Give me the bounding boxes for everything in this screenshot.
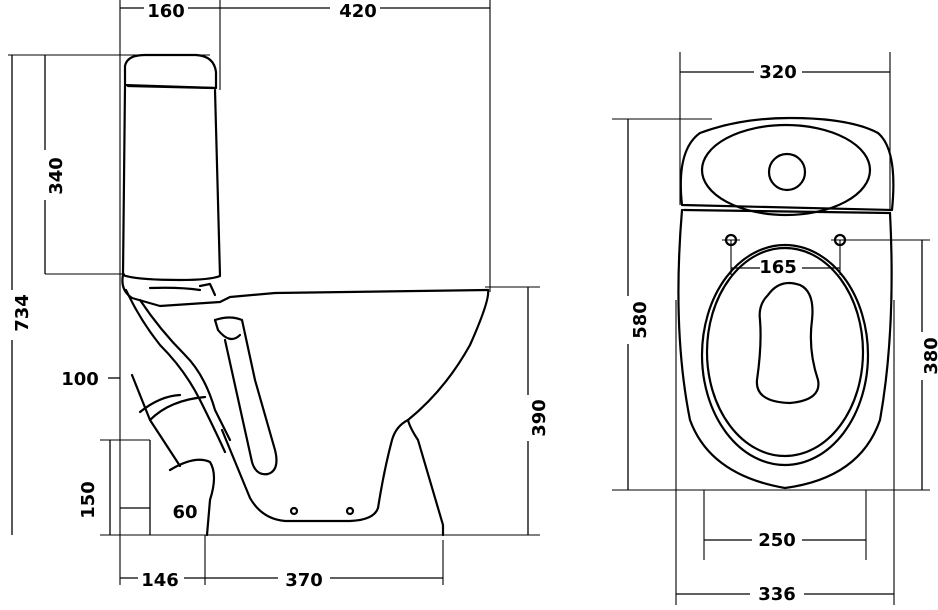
dim-seat-hole-spacing: 165 [759,257,797,278]
bowl-outline [677,208,893,490]
side-extension-lines [8,0,540,585]
trap-siphon [213,316,278,476]
tank-body [121,84,222,282]
toilet-top-outline [677,116,895,490]
dim-foot-length: 370 [285,570,323,591]
seat-inner [705,246,865,458]
bowl-front [406,288,490,422]
dim-tank-depth: 160 [147,1,185,22]
outlet-pipe [130,373,182,468]
dim-outlet-diameter: 60 [172,502,197,523]
tank-lid-oval [700,123,872,217]
dim-outlet-distance: 146 [141,570,179,591]
dim-bowl-length-top: 380 [921,337,938,375]
dim-total-length: 580 [630,301,651,339]
dim-tank-width: 320 [759,62,797,83]
trapway [124,288,227,454]
side-view: 160 420 340 734 100 150 60 390 146 370 [2,0,550,591]
tank-lid [123,53,218,90]
dim-bowl-length: 420 [339,1,377,22]
dim-inlet-offset: 100 [61,369,99,390]
dim-foot-width: 250 [758,530,796,551]
tank-top [679,116,895,212]
dim-tank-height: 340 [46,157,67,195]
top-view: 320 580 165 380 250 336 [612,52,938,606]
dim-seat-height: 390 [529,399,550,437]
seat-outer [700,243,870,467]
flush-button [767,152,807,192]
toilet-side-outline [121,53,490,537]
top-dimension-lines [627,71,923,595]
foot-front [406,418,445,537]
dim-outlet-height: 150 [78,481,99,519]
dim-total-height: 734 [12,294,33,332]
bowl-opening [755,281,820,405]
dim-total-width: 336 [758,584,796,605]
top-extension-lines [612,52,930,605]
foot [220,418,410,523]
